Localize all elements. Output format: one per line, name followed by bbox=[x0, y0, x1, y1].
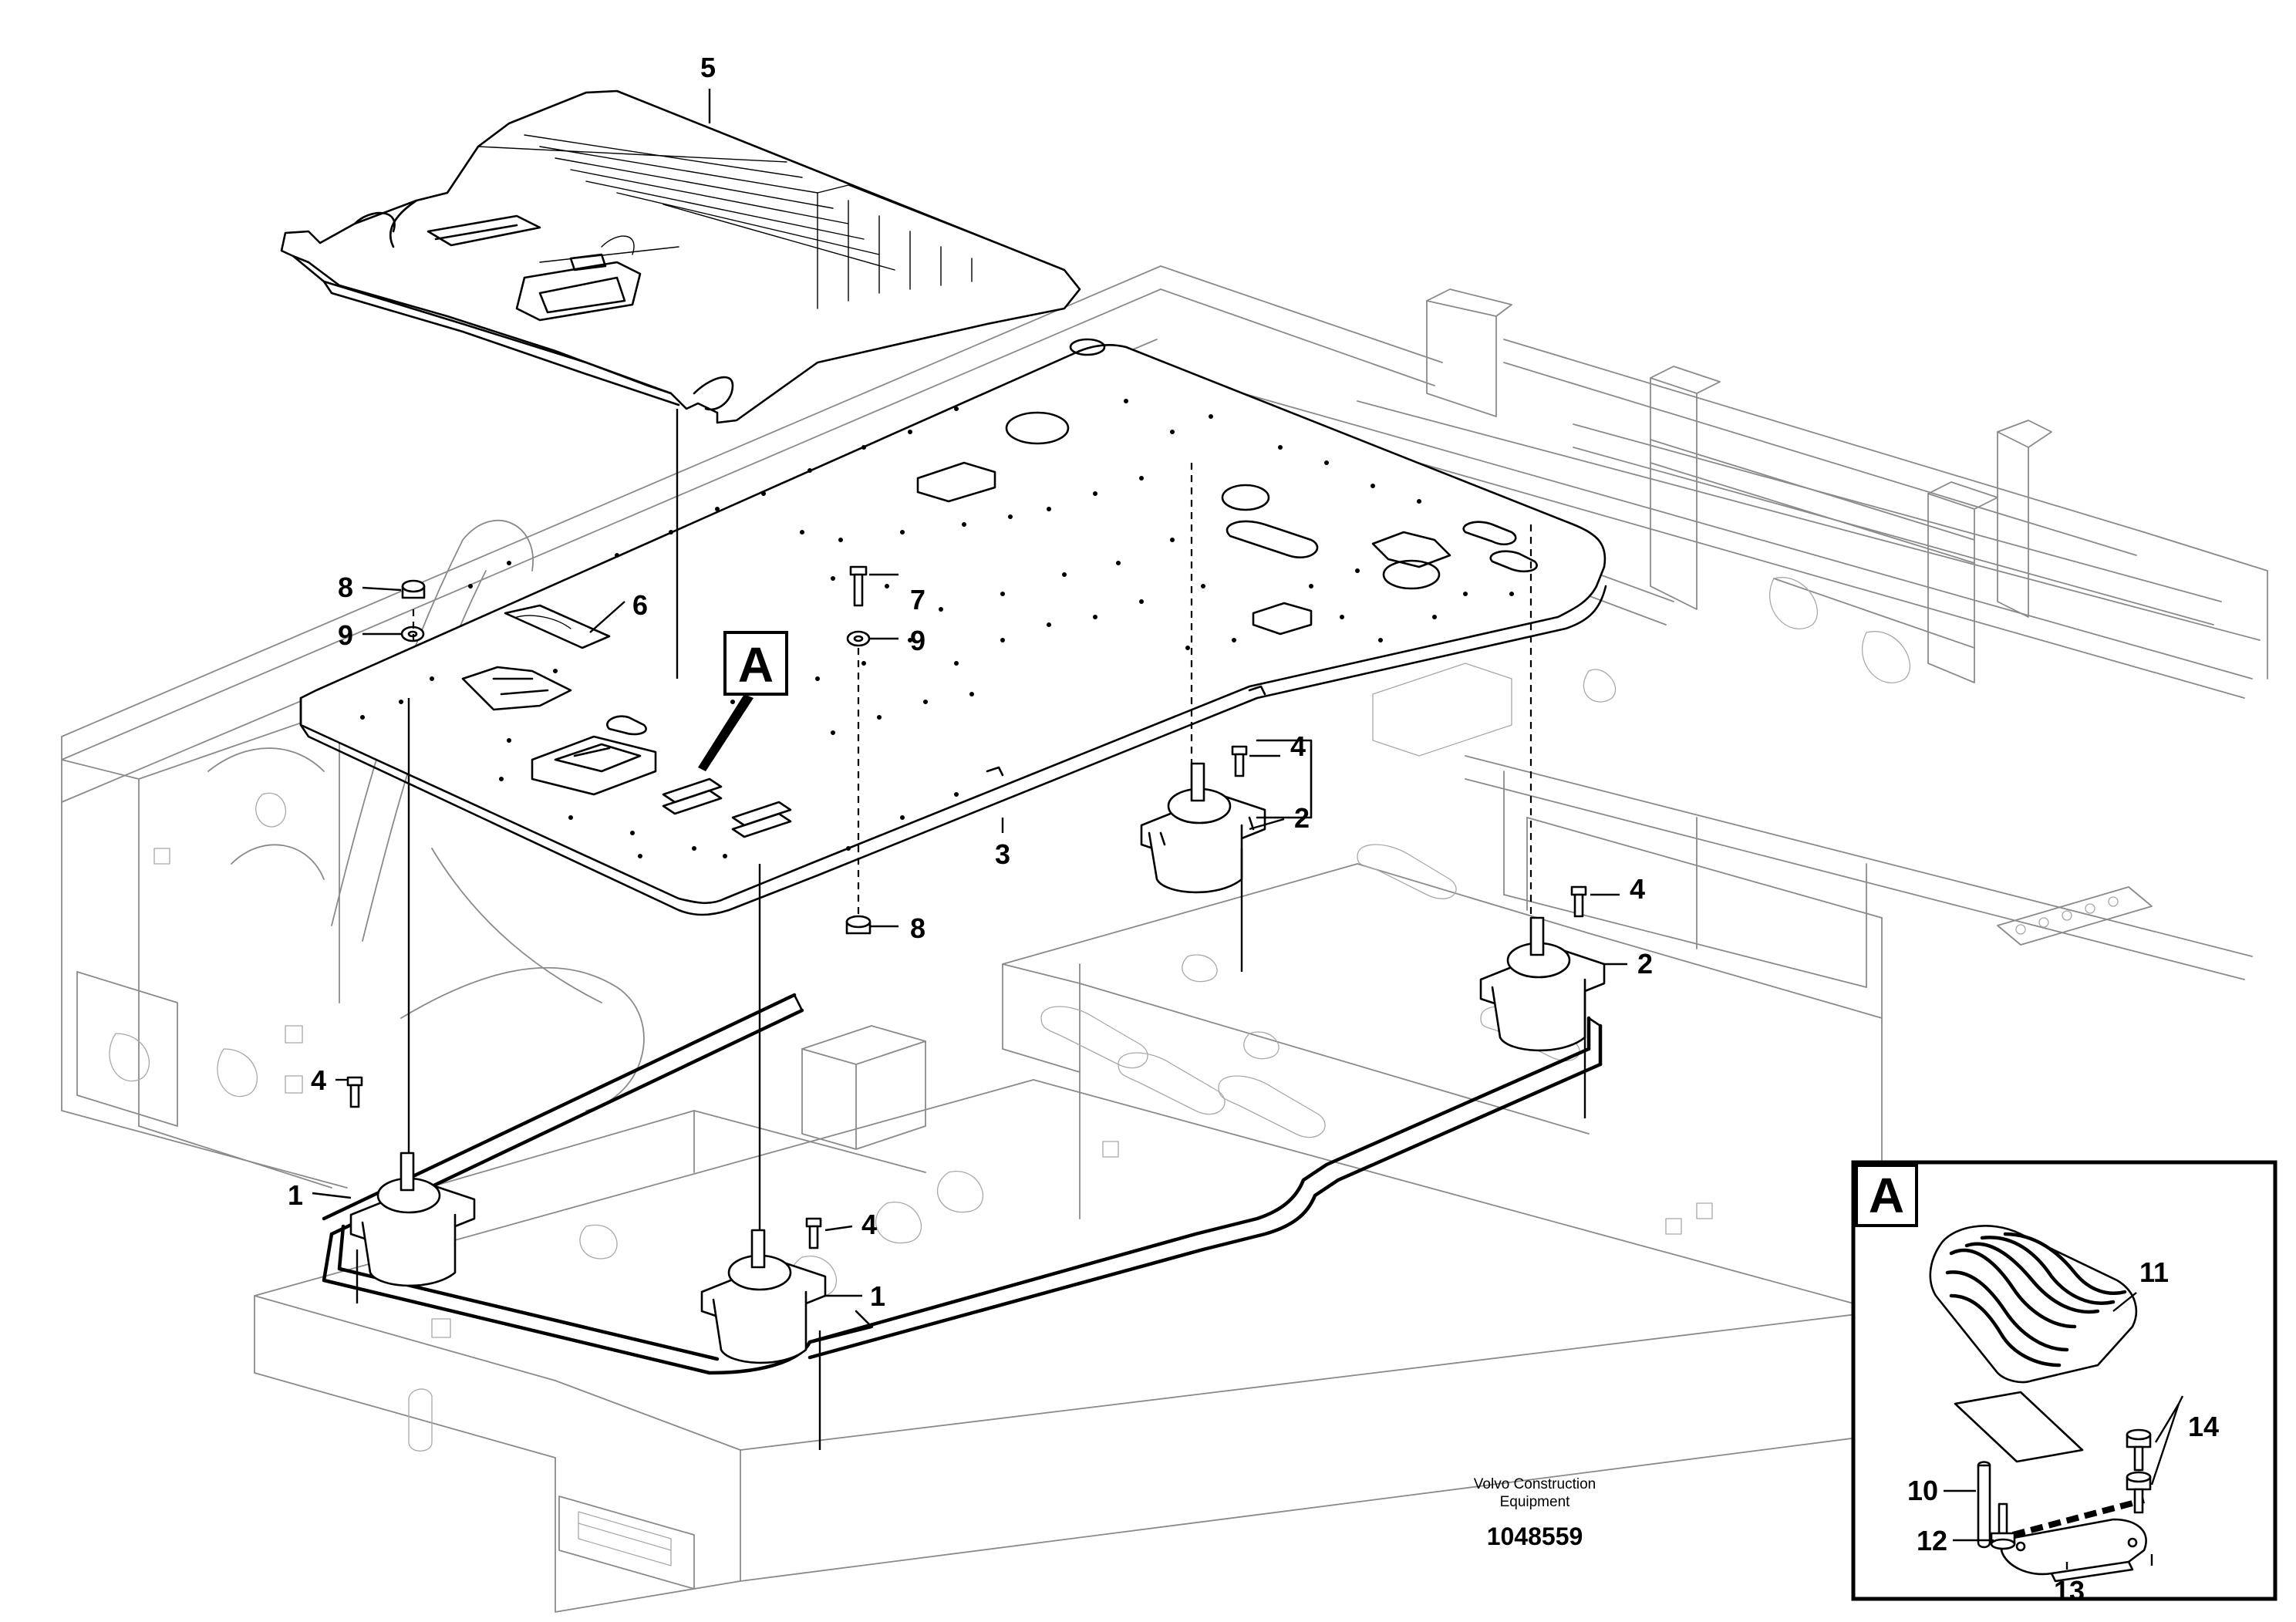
rubber-mounts bbox=[349, 762, 1606, 1364]
callout-labels: 5 7 9 8 8 9 6 3 4 2 4 2 4 1 4 1 bbox=[288, 52, 1653, 1312]
callout-3: 3 bbox=[995, 838, 1010, 870]
plate-part-13 bbox=[2000, 1518, 2147, 1583]
callout-7: 7 bbox=[910, 584, 925, 615]
callout-12: 12 bbox=[1917, 1525, 1947, 1556]
callout-2-rear-right: 2 bbox=[1294, 802, 1310, 834]
callout-4-front-right: 4 bbox=[1630, 873, 1645, 905]
bolt-part-14-lower bbox=[2126, 1471, 2152, 1514]
callout-6: 6 bbox=[632, 589, 648, 621]
callout-8-upper: 8 bbox=[338, 572, 353, 603]
drawing-number: 1048559 bbox=[1487, 1523, 1583, 1550]
bolt-part-12 bbox=[1990, 1502, 2016, 1550]
pedal-boot-part-11 bbox=[1929, 1225, 2138, 1384]
mount-front-right bbox=[1479, 916, 1606, 1052]
callout-1-front-left: 1 bbox=[870, 1280, 885, 1312]
callout-13: 13 bbox=[2054, 1575, 2085, 1607]
callout-10: 10 bbox=[1907, 1475, 1938, 1506]
callout-leaders bbox=[312, 89, 1627, 1297]
caption-company-line2: Equipment bbox=[1500, 1494, 1571, 1510]
bolt-part-14-upper bbox=[2126, 1428, 2152, 1472]
drawing-caption: Volvo Construction Equipment 1048559 bbox=[1474, 1476, 1596, 1550]
floor-seal-frame bbox=[322, 993, 1603, 1375]
callout-4-rear-right: 4 bbox=[1290, 730, 1306, 762]
callout-4-front-left: 4 bbox=[861, 1209, 877, 1240]
floor-mat bbox=[280, 89, 1081, 424]
callout-8-lower: 8 bbox=[910, 912, 925, 944]
callout-2-front-right: 2 bbox=[1637, 948, 1653, 980]
mount-front-left bbox=[700, 1229, 827, 1364]
alignment-lines bbox=[356, 409, 1586, 1450]
caption-company-line1: Volvo Construction bbox=[1474, 1476, 1596, 1492]
plate-holes bbox=[360, 399, 1514, 858]
pin-part-10 bbox=[1977, 1461, 1991, 1549]
mount-rear-left bbox=[349, 1152, 476, 1287]
callout-11: 11 bbox=[2139, 1256, 2169, 1288]
callout-14: 14 bbox=[2188, 1411, 2219, 1442]
callout-1-rear-left: 1 bbox=[288, 1179, 303, 1211]
callout-5: 5 bbox=[700, 52, 716, 83]
fasteners bbox=[346, 565, 1587, 1249]
detail-marker-a: A bbox=[698, 631, 788, 771]
mount-rear-right bbox=[1140, 762, 1266, 894]
detail-marker-letter: A bbox=[738, 637, 774, 693]
floor-plate bbox=[299, 338, 1607, 916]
pedal-cover-part-6 bbox=[461, 604, 611, 711]
inset-label: A bbox=[1869, 1168, 1904, 1223]
callout-4-rear-left: 4 bbox=[311, 1064, 326, 1096]
detail-inset-a: A bbox=[1851, 1160, 2277, 1607]
callout-9-left: 9 bbox=[338, 619, 353, 651]
callout-9-right: 9 bbox=[910, 625, 925, 656]
